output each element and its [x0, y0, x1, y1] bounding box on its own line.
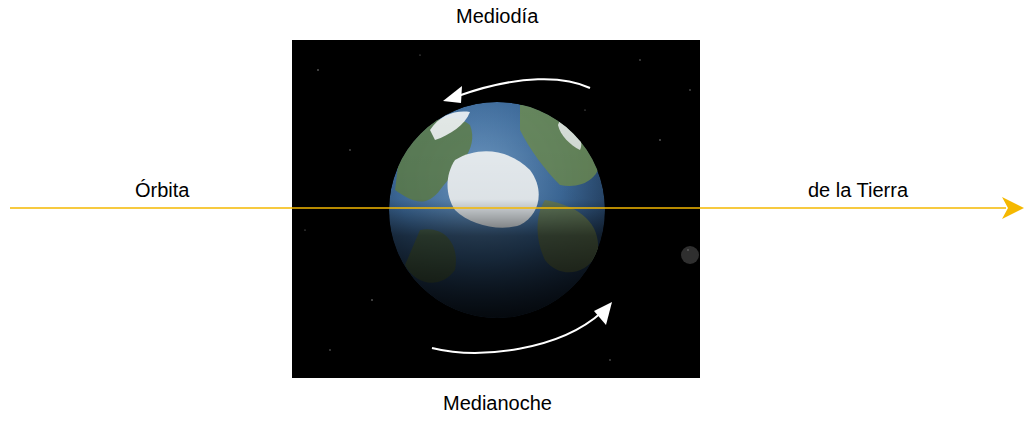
- rotation-arrows: [432, 79, 602, 353]
- rotation-arrowheads: [443, 86, 612, 325]
- caption-label: de la Tierra: [808, 178, 908, 202]
- earth: [389, 102, 605, 318]
- caption-label: Mediodía: [456, 4, 538, 28]
- caption-label: Órbita: [135, 178, 189, 202]
- space-background: [292, 40, 700, 378]
- caption-label: Medianoche: [443, 391, 552, 415]
